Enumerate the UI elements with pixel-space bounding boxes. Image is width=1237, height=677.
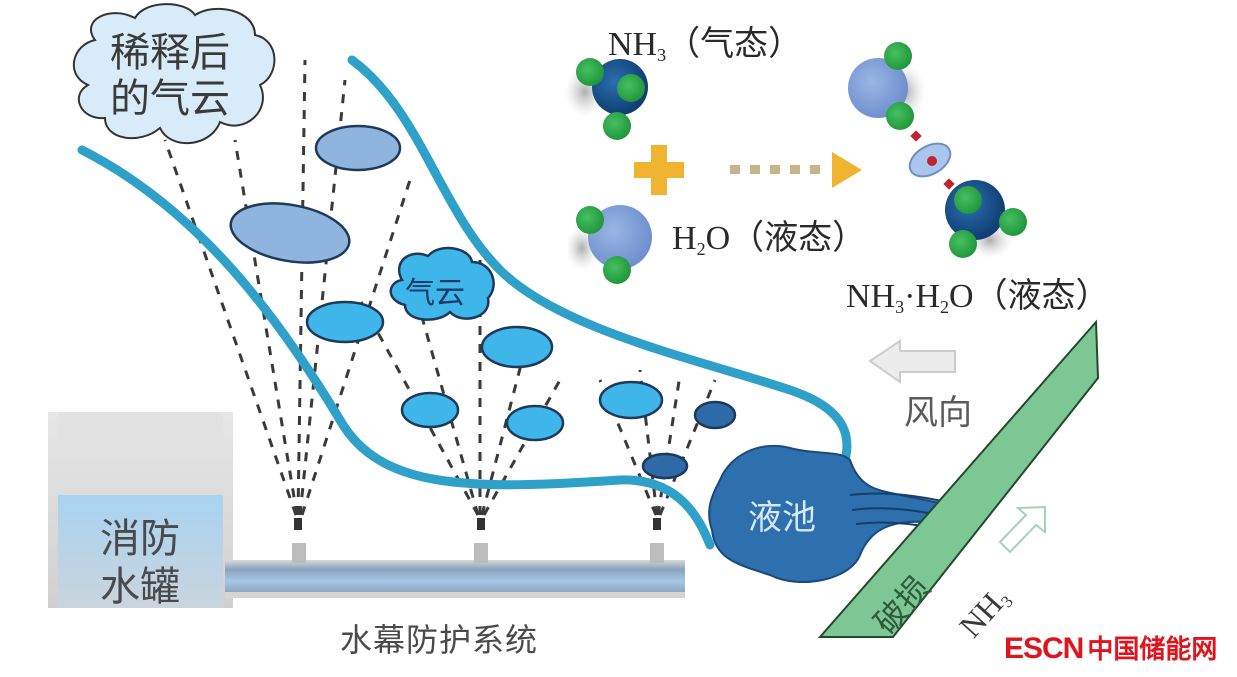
ammonia-gas-label: NH3（气态） [608, 16, 802, 66]
nozzle-icon [292, 518, 306, 563]
diluted-gas-cloud [72, 3, 276, 144]
product-sub-2: 2 [940, 297, 949, 317]
cloudlet [400, 391, 460, 429]
ammonia-formula: NH [608, 26, 658, 63]
cloudlet [598, 380, 664, 420]
product-state: （液态） [973, 278, 1110, 315]
product-o: O [949, 278, 974, 315]
spray-nozzles [292, 518, 664, 563]
ammonia-state: （气态） [666, 26, 803, 63]
gas-cloud [389, 246, 495, 321]
logo-cn: 中国储能网 [1087, 634, 1218, 664]
plus-icon [634, 145, 684, 195]
cloudlet [693, 400, 737, 430]
product-dot-h: ·H [904, 278, 940, 315]
cloudlet [505, 404, 565, 442]
product-nh: NH [846, 278, 896, 315]
fire-tank-line-2: 水罐 [100, 564, 180, 610]
diluted-cloud-line-1: 稀释后 [110, 30, 230, 76]
water-molecule-icon [566, 205, 652, 284]
damaged-barrier [817, 319, 1100, 638]
cloudlet [641, 452, 689, 480]
water-formula-h: H [672, 220, 697, 257]
reaction-arrow-icon [730, 152, 862, 188]
water-subscript: 2 [696, 239, 706, 259]
diluted-cloud-label: 稀释后 的气云 [110, 30, 230, 122]
fire-water-tank [48, 412, 233, 608]
cloudlet [314, 124, 402, 172]
water-spray-lines [163, 59, 717, 516]
leak-arrow-icon [998, 505, 1046, 554]
nozzle-icon [474, 518, 488, 563]
wind-direction-label: 风向 [904, 393, 972, 433]
gas-cloudlets [229, 124, 737, 480]
logo-en: ESCN [1004, 632, 1084, 665]
plus-operator: + [648, 146, 682, 192]
diluted-cloud-line-2: 的气云 [110, 76, 230, 122]
ammonia-subscript: 3 [657, 45, 667, 65]
cloudlet [480, 325, 554, 369]
water-curtain-system-label: 水幕防护系统 [340, 621, 539, 659]
cloudlet [229, 202, 351, 264]
nozzle-icon [650, 518, 664, 563]
liquid-pool [708, 444, 961, 583]
water-liquid-label: H2O（液态） [672, 210, 866, 260]
fire-tank-label: 消防 水罐 [100, 515, 180, 611]
wind-arrow-icon [868, 339, 956, 384]
fire-tank-line-1: 消防 [100, 516, 180, 562]
cloudlet [305, 300, 385, 344]
ammonia-molecule-icon [565, 58, 648, 140]
gas-stream-boundaries [77, 55, 852, 550]
water-curtain-pipe [225, 560, 685, 598]
product-sub-3: 3 [895, 297, 905, 317]
liquid-pool-label: 液池 [748, 498, 816, 538]
ammonia-hydrate-label: NH3·H2O（液态） [846, 268, 1110, 318]
water-state: （液态） [730, 220, 867, 257]
ammonia-hydrate-molecule-icon [848, 42, 1027, 258]
water-formula-o: O [705, 220, 731, 257]
gas-cloud-label: 气云 [405, 276, 465, 311]
